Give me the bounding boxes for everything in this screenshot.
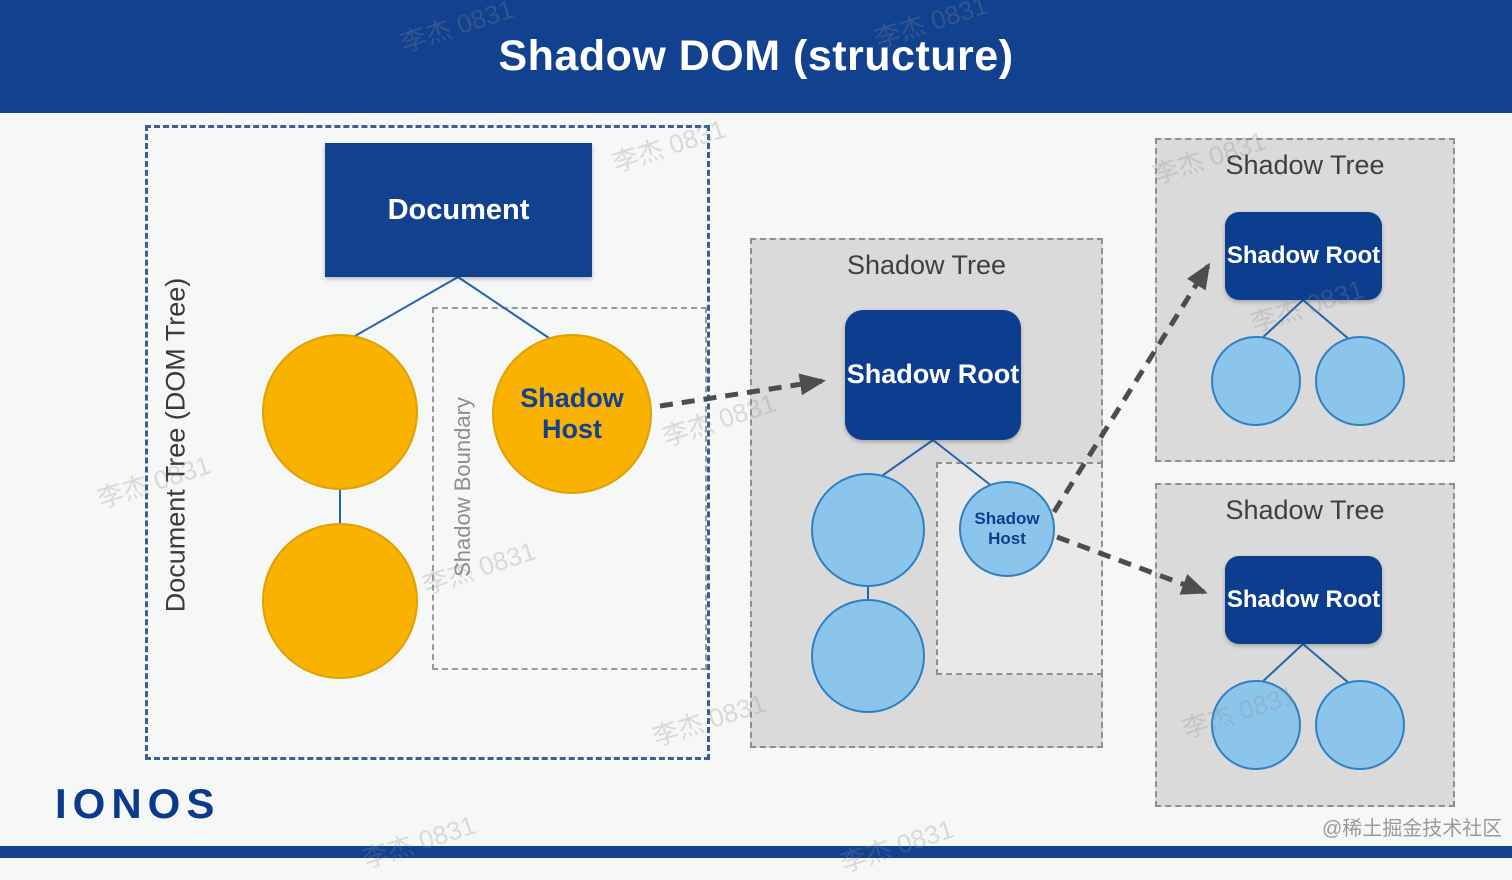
dom-node-circle — [262, 523, 418, 679]
shadow-tree-title: Shadow Tree — [846, 250, 1007, 280]
shadow-tree-title: Shadow Tree — [1225, 495, 1385, 525]
shadow-node-circle — [1315, 680, 1405, 770]
ionos-logo: IONOS — [55, 780, 221, 827]
shadow-root-node-bottom: Shadow Root — [1225, 556, 1382, 644]
shadow-tree-box-bottom: Shadow Tree — [1155, 483, 1455, 807]
shadow-tree-box-top: Shadow Tree — [1155, 138, 1455, 462]
watermark-text: 李杰 0831 — [358, 809, 480, 875]
document-tree-label: Document Tree (DOM Tree) — [160, 277, 191, 613]
nested-shadow-host-node: Shadow Host — [959, 481, 1055, 577]
dom-node-circle — [262, 334, 418, 490]
shadow-node-circle — [811, 473, 925, 587]
document-tree-box — [145, 125, 710, 760]
shadow-root-node-top: Shadow Root — [1225, 212, 1382, 300]
watermark-text: 李杰 0831 — [836, 813, 958, 879]
shadow-boundary-box — [432, 307, 707, 670]
shadow-node-circle — [1211, 336, 1301, 426]
header-banner: Shadow DOM (structure) — [0, 0, 1512, 113]
community-watermark: @稀土掘金技术社区 — [1322, 818, 1503, 840]
shadow-boundary-label: Shadow Boundary — [450, 397, 475, 577]
shadow-node-circle — [1315, 336, 1405, 426]
shadow-root-node-main: Shadow Root — [845, 310, 1021, 440]
shadow-node-circle — [811, 599, 925, 713]
bottom-accent-bar — [0, 846, 1512, 858]
page-title: Shadow DOM (structure) — [498, 32, 1014, 80]
shadow-node-circle — [1211, 680, 1301, 770]
document-node: Document — [325, 143, 592, 277]
shadow-host-node: Shadow Host — [492, 334, 652, 494]
shadow-tree-title: Shadow Tree — [1225, 150, 1385, 180]
